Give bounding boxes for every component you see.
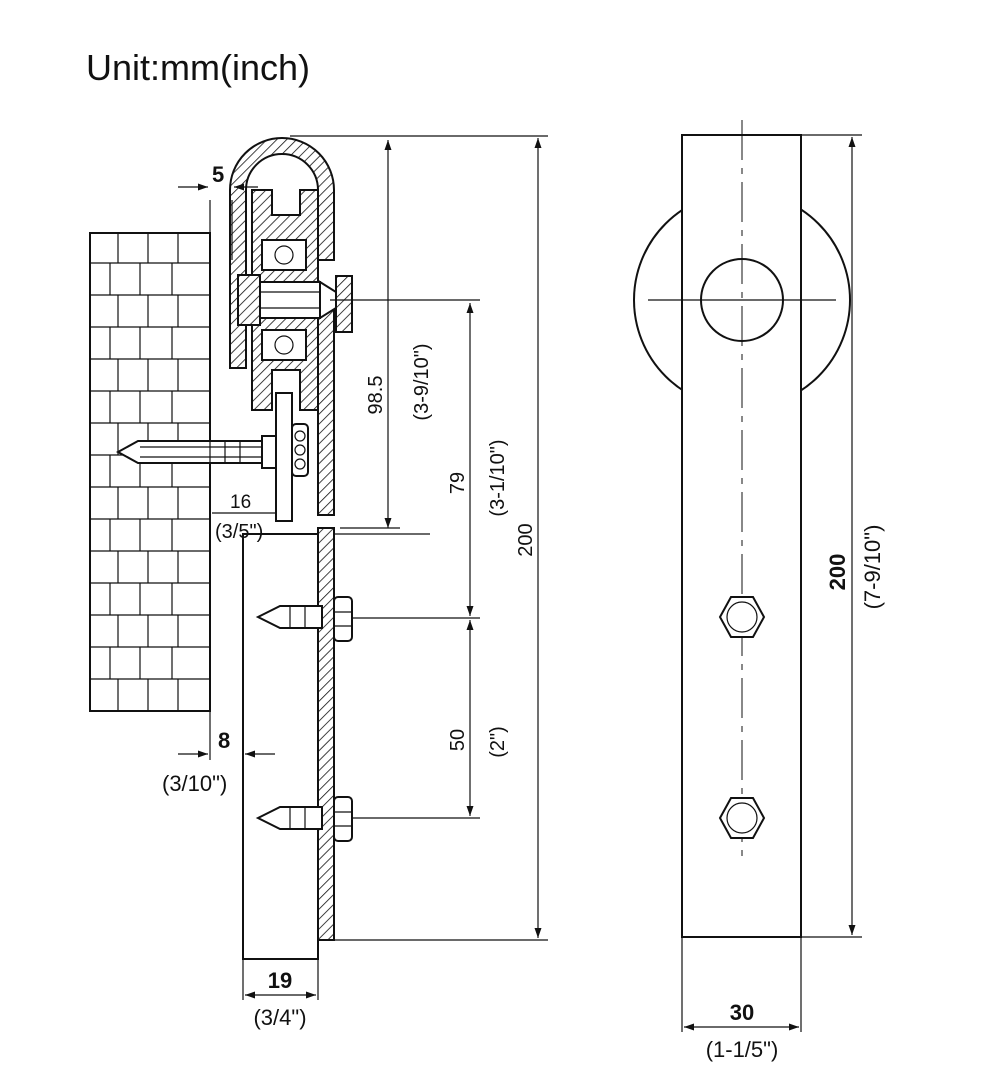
dim-8-inch: (3/10") [162,771,227,796]
dim-19-inch: (3/4") [253,1005,306,1030]
spacer-washers [291,423,309,477]
dim-16: 16 [230,492,251,513]
track-rail [317,294,335,516]
dim-79: 79 [447,472,469,494]
axle-bolt [237,274,353,333]
spacer-plate [275,392,293,522]
unit-label: Unit:mm(inch) [86,47,310,88]
dim-8: 8 [218,728,230,753]
dim-200-front-inch: (7-9/10") [860,525,885,610]
side-view: 98.5 (3-9/10") 79 (3-1/10") 50 (2") 200 … [89,135,548,1030]
hanger-strap [229,137,335,941]
dim-19: 19 [268,968,292,993]
door-leaf [242,533,319,960]
door-bolt-upper [255,596,353,642]
brick-wall [89,232,211,712]
dim-30: 30 [730,1000,754,1025]
side-extension-lines [209,135,548,1000]
dim-200-side: 200 [515,523,537,556]
dim-200-front: 200 [825,554,850,591]
front-view: 200 (7-9/10") 30 (1-1/5") [633,120,885,1062]
front-extension-lines [681,134,862,1032]
hex-bolt-upper [718,596,766,638]
dim-30-inch: (1-1/5") [706,1037,779,1062]
wall-lag-bolt [115,435,277,469]
dim-79-inch: (3-1/10") [487,439,509,516]
dim-50: 50 [447,729,469,751]
dim-16-inch: (3/5") [215,521,263,543]
dim-98-5-inch: (3-9/10") [411,343,433,420]
dim-98-5: 98.5 [365,376,387,415]
hex-bolt-lower [718,797,766,839]
dim-50-inch: (2") [487,726,509,758]
dim-5: 5 [212,162,224,187]
door-bolt-lower [255,796,353,842]
